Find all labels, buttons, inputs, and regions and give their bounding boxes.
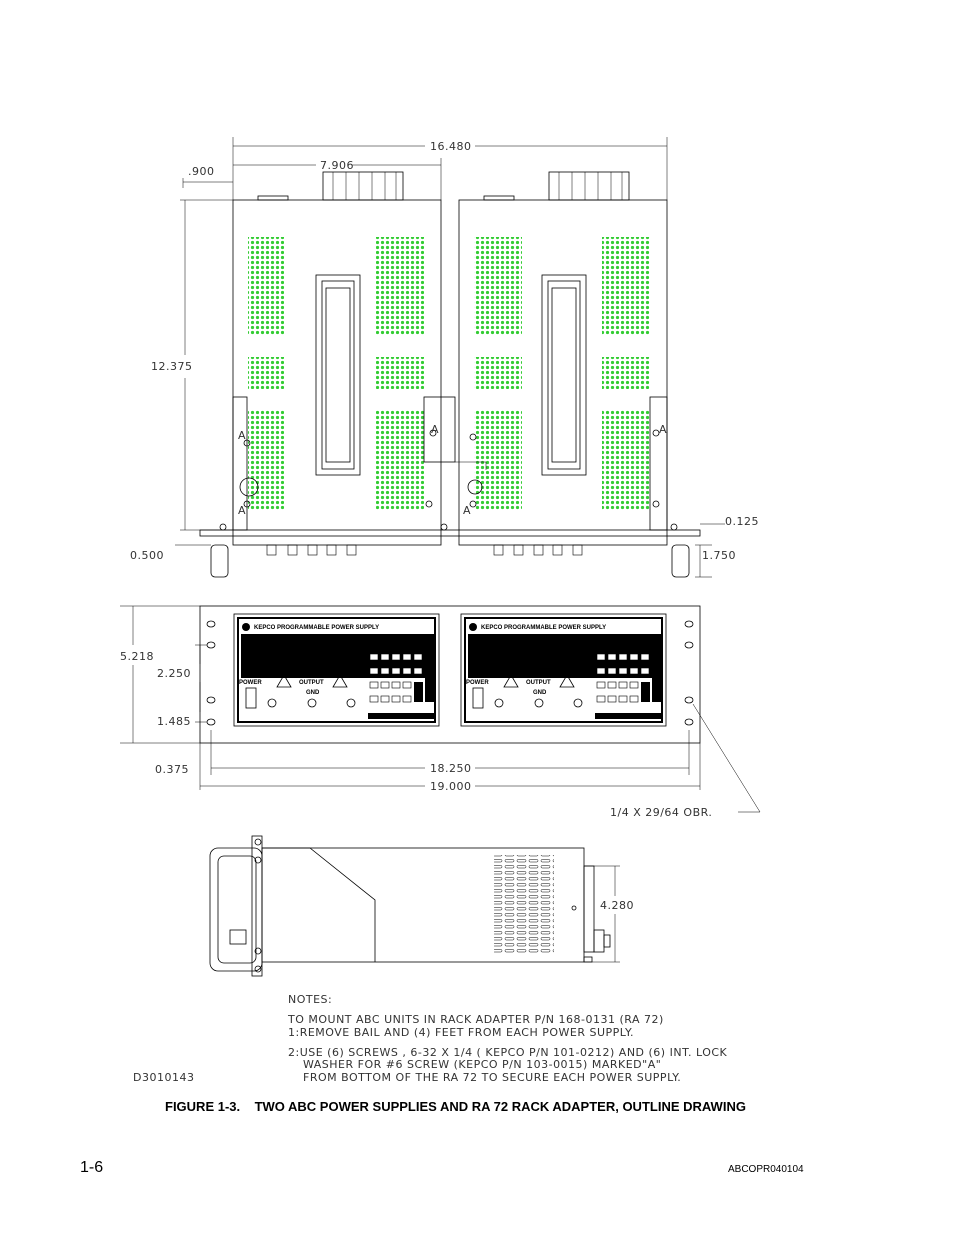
figure-caption: FIGURE 1-3. TWO ABC POWER SUPPLIES AND R… (165, 1099, 746, 1114)
svg-text:OUTPUT: OUTPUT (299, 680, 324, 686)
dim-height: 5.218 (120, 650, 154, 663)
dim-edge: 0.375 (155, 763, 189, 776)
svg-text:ALPHANUMERIC LCD DISPLAY: ALPHANUMERIC LCD DISPLAY (487, 654, 570, 660)
top-view: 16.480 7.906 .900 12.375 (130, 137, 759, 578)
dim-rear-offset: 0.500 (130, 549, 164, 562)
svg-text:GND: GND (306, 690, 320, 696)
dim-bail: 1.750 (702, 549, 736, 562)
svg-text:POWER: POWER (466, 680, 489, 686)
note-line: 2:USE (6) SCREWS , 6-32 X 1/4 ( KEPCO P/… (288, 1046, 728, 1059)
dim-depth: 12.375 (151, 360, 193, 373)
note-line: TO MOUNT ABC UNITS IN RACK ADAPTER P/N 1… (287, 1013, 664, 1026)
page-number: 1-6 (80, 1159, 104, 1176)
drawing-id: D3010143 (133, 1071, 194, 1084)
rack-front-panel (199, 605, 701, 744)
left-unit-connector (322, 171, 404, 201)
brand-label: KEPCO PROGRAMMABLE POWER SUPPLY (254, 625, 379, 631)
dim-hole-spacing: 18.250 (430, 762, 472, 775)
svg-text:A: A (431, 423, 439, 436)
left-unit-front-panel: KEPCO PROGRAMMABLE POWER SUPPLY ALPHANUM… (233, 613, 440, 727)
notes: NOTES: TO MOUNT ABC UNITS IN RACK ADAPTE… (133, 993, 728, 1084)
dim-half-width: 7.906 (320, 159, 354, 172)
dim-foot-height: 0.125 (725, 515, 759, 528)
svg-text:A: A (659, 423, 667, 436)
dim-side-height: 4.280 (600, 899, 634, 912)
rack-rail-top (199, 529, 701, 537)
right-unit-front-panel: KEPCO PROGRAMMABLE POWER SUPPLY ALPHANUM… (460, 613, 667, 727)
hole-callout: 1/4 X 29/64 OBR. (610, 806, 712, 819)
svg-text:A: A (463, 504, 471, 517)
dim-lower: 1.485 (157, 715, 191, 728)
dim-overall-width: 16.480 (430, 140, 472, 153)
svg-text:GND: GND (533, 690, 547, 696)
figure-title: TWO ABC POWER SUPPLIES AND RA 72 RACK AD… (254, 1099, 746, 1114)
dim-offset: .900 (188, 165, 215, 178)
svg-text:POWER: POWER (239, 680, 262, 686)
note-line: 1:REMOVE BAIL AND (4) FEET FROM EACH POW… (288, 1026, 634, 1039)
dim-panel-width: 19.000 (430, 780, 472, 793)
power-switch[interactable] (245, 687, 257, 709)
note-line: WASHER FOR #6 SCREW (KEPCO P/N 103-0015)… (303, 1058, 661, 1071)
power-switch[interactable] (472, 687, 484, 709)
notes-heading: NOTES: (288, 993, 332, 1006)
document-id: ABCOPR040104 (728, 1164, 804, 1175)
lcd-display-label: ALPHANUMERIC LCD DISPLAY (260, 654, 343, 660)
svg-text:A: A (238, 429, 246, 442)
left-unit-handle (315, 274, 361, 476)
front-view: KEPCO PROGRAMMABLE POWER SUPPLY ALPHANUM… (120, 605, 761, 819)
figure-label: FIGURE 1-3. (165, 1099, 241, 1114)
svg-text:KEPCO PROGRAMMABLE POWER SUPPL: KEPCO PROGRAMMABLE POWER SUPPLY (481, 625, 606, 631)
vent-grid (248, 237, 284, 335)
dim-mid: 2.250 (157, 667, 191, 680)
note-line: FROM BOTTOM OF THE RA 72 TO SECURE EACH … (303, 1071, 681, 1084)
svg-text:A: A (238, 504, 246, 517)
side-view: 4.280 (209, 835, 634, 977)
svg-text:OUTPUT: OUTPUT (526, 680, 551, 686)
